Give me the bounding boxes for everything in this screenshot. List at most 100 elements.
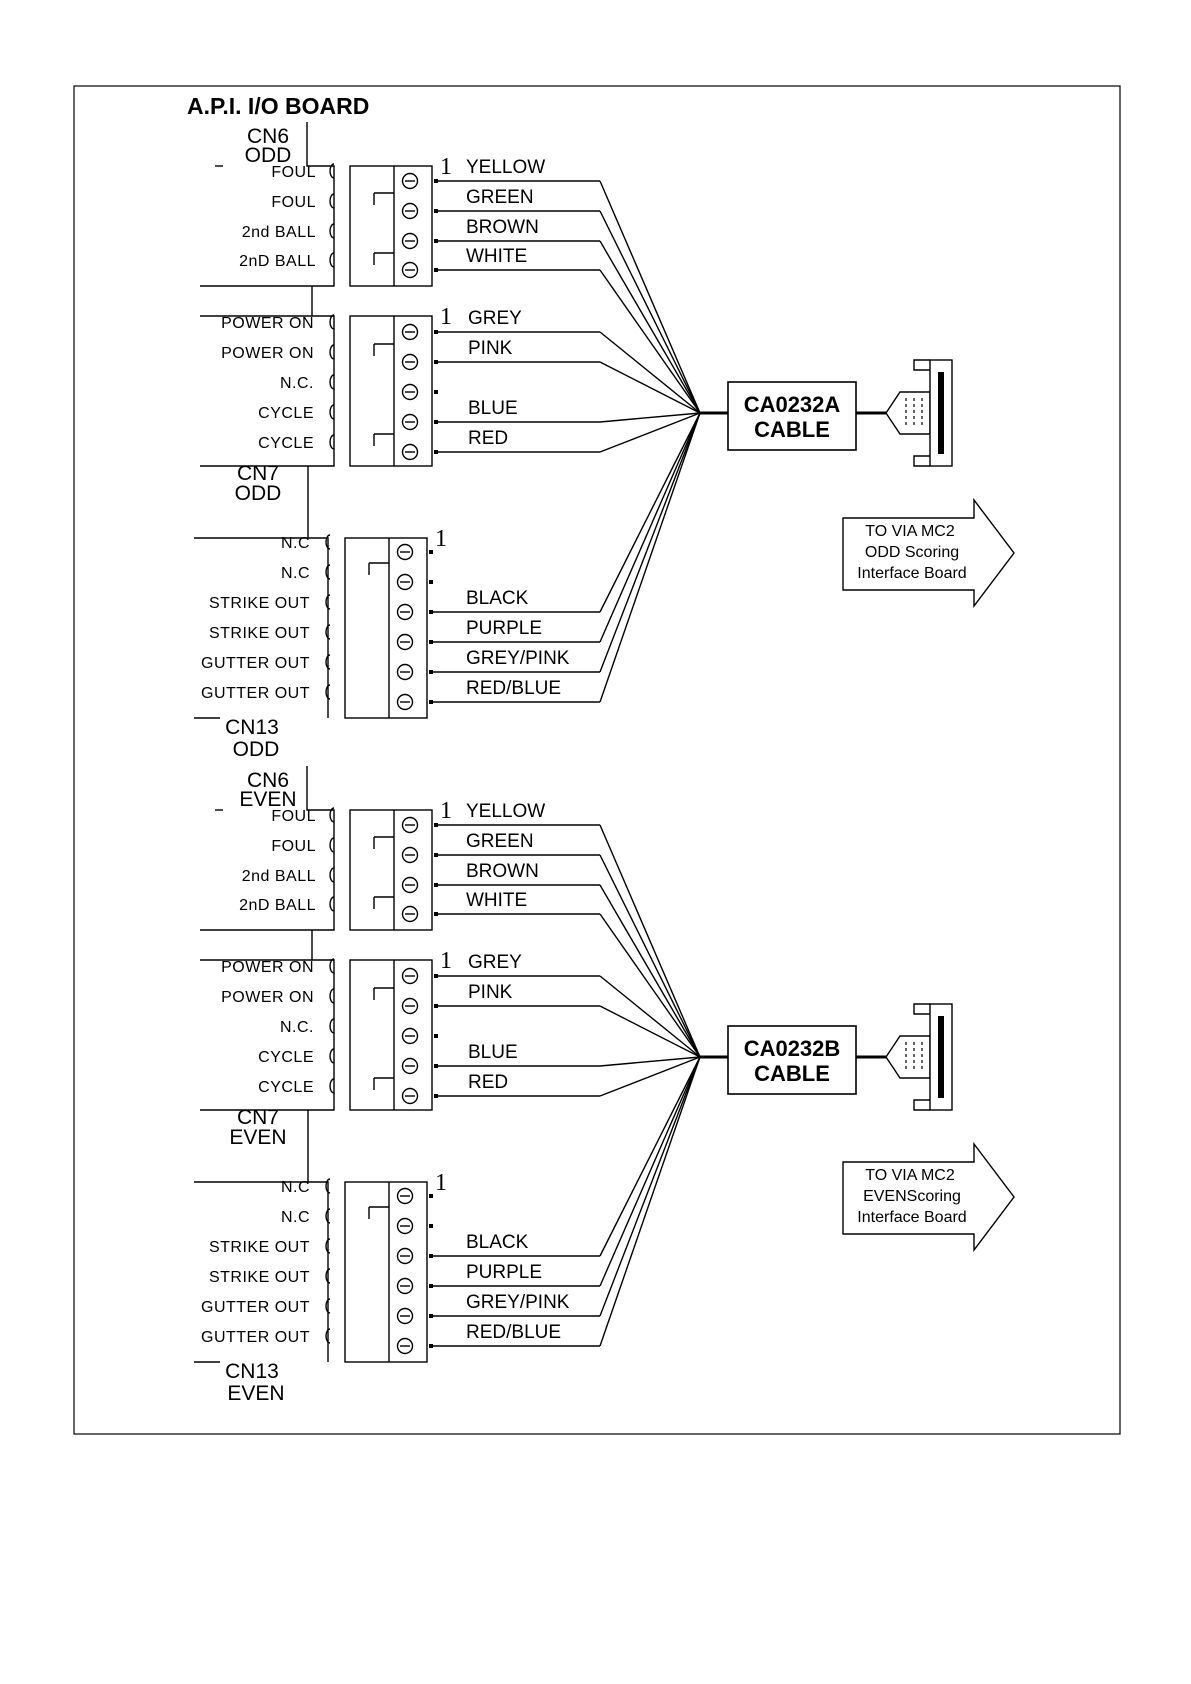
cn13-signal-label: STRIKE OUT: [209, 1239, 310, 1256]
cn6-signal-label: 2nd BALL: [242, 224, 316, 241]
cn13-signal-label: GUTTER OUT: [201, 655, 310, 672]
arrow-line-1: TO VIA MC2: [865, 523, 955, 540]
cn7-housing: [349, 315, 433, 467]
cn6-signal-label: 2nD BALL: [239, 897, 316, 914]
pin-dot: [429, 1314, 433, 1318]
wire-color-label: YELLOW: [466, 157, 545, 178]
connector-pin-contact-icon: [329, 434, 335, 450]
pin-dot: [434, 1094, 438, 1098]
wire-color-label: PINK: [468, 338, 513, 359]
wire-color-label: BROWN: [466, 217, 539, 238]
pin-dot: [429, 580, 433, 584]
pin-dot: [434, 268, 438, 272]
connector-pin-contact-icon: [325, 534, 331, 550]
keying-tab: [373, 987, 394, 1000]
fan-wire-line: [599, 1056, 701, 1347]
cable-name-label: CA0232B: [744, 1036, 841, 1061]
cn7-signal-label: N.C.: [280, 1019, 314, 1036]
cn13-name-label: CN13: [225, 716, 279, 739]
connector-pin-contact-icon: [329, 223, 335, 239]
cn6-name-label: CN6: [247, 125, 289, 148]
connector-pin-contact-icon: [329, 867, 335, 883]
fan-wire-line: [599, 180, 701, 414]
arrow-line-1: TO VIA MC2: [865, 1167, 955, 1184]
plug-screw-tabs: [913, 1003, 930, 1111]
wire-color-label: GREEN: [466, 187, 534, 208]
cn13-housing: [344, 1181, 428, 1363]
fan-wire-line: [599, 1056, 701, 1067]
connector-pin-contact-icon: [329, 1048, 335, 1064]
cn13-outline: [194, 537, 329, 718]
keying-tab: [368, 1206, 389, 1219]
pin-dot: [434, 360, 438, 364]
fan-wire-line: [599, 824, 701, 1058]
cn13-signal-label: N.C: [281, 565, 310, 582]
pin-dot: [434, 1004, 438, 1008]
fan-wire-line: [599, 1056, 701, 1287]
pin-dot: [434, 1064, 438, 1068]
connector-pin-contact-icon: [329, 896, 335, 912]
keying-tab: [373, 896, 394, 909]
dsub-plug-icon: [885, 1003, 953, 1111]
fan-wire-line: [599, 1056, 701, 1097]
cable-type-label: CABLE: [754, 1061, 830, 1086]
cn13-parity-label: ODD: [233, 738, 280, 761]
cn13-signal-label: STRIKE OUT: [209, 595, 310, 612]
connector-pin-contact-icon: [329, 314, 335, 330]
pin-dot: [434, 209, 438, 213]
wire-color-label: RED: [468, 1072, 508, 1093]
cn6-parity-label: ODD: [245, 144, 292, 167]
cn7-outline: [200, 959, 335, 1111]
pin-one-label: 1: [440, 798, 452, 824]
cn7-parity-label: EVEN: [229, 1126, 286, 1149]
arrow-line-2: ODD Scoring: [865, 544, 959, 561]
pin-one-label: 1: [440, 304, 452, 330]
wire-color-label: WHITE: [466, 890, 527, 911]
cn6-outline: [200, 122, 335, 287]
plug-face: [938, 1016, 944, 1098]
fan-wire-line: [599, 331, 701, 414]
fan-wire-line: [599, 1005, 701, 1058]
fan-wire-line: [599, 361, 701, 414]
pin-dot: [429, 610, 433, 614]
cn13-signal-label: N.C: [281, 535, 310, 552]
pin-dot: [429, 550, 433, 554]
cn13-signal-label: STRIKE OUT: [209, 1269, 310, 1286]
connector-pin-contact-icon: [329, 404, 335, 420]
cn7-signal-label: POWER ON: [221, 959, 314, 976]
cn13-signal-label: N.C: [281, 1179, 310, 1196]
cn13-name-label: CN13: [225, 1360, 279, 1383]
pin-dot: [434, 330, 438, 334]
arrow-shape-icon: [842, 497, 1015, 609]
wire-color-label: PURPLE: [466, 1262, 542, 1283]
pin-dot: [434, 853, 438, 857]
cn6-signal-label: 2nd BALL: [242, 868, 316, 885]
connector-pin-contact-icon: [329, 1078, 335, 1094]
wire-color-label: PURPLE: [466, 618, 542, 639]
arrow-line-2: EVENScoring: [863, 1188, 961, 1205]
connector-pin-contact-icon: [329, 958, 335, 974]
keying-tab: [373, 1077, 394, 1090]
cn7-parity-label: ODD: [235, 482, 282, 505]
fan-wire-line: [599, 412, 701, 613]
cn7-signal-label: CYCLE: [258, 1079, 314, 1096]
cn7-signal-label: CYCLE: [258, 435, 314, 452]
connector-pin-contact-icon: [329, 252, 335, 268]
cable-label-box: [727, 1025, 857, 1095]
fan-wire-line: [599, 412, 701, 453]
wire-color-label: WHITE: [466, 246, 527, 267]
pin-dot: [434, 390, 438, 394]
cn6-name-label: CN6: [247, 769, 289, 792]
pin-dot: [434, 239, 438, 243]
arrow-line-3: Interface Board: [857, 1209, 966, 1226]
pin-dot: [429, 1344, 433, 1348]
cn13-signal-label: GUTTER OUT: [201, 685, 310, 702]
connector-pin-contact-icon: [325, 1268, 331, 1284]
